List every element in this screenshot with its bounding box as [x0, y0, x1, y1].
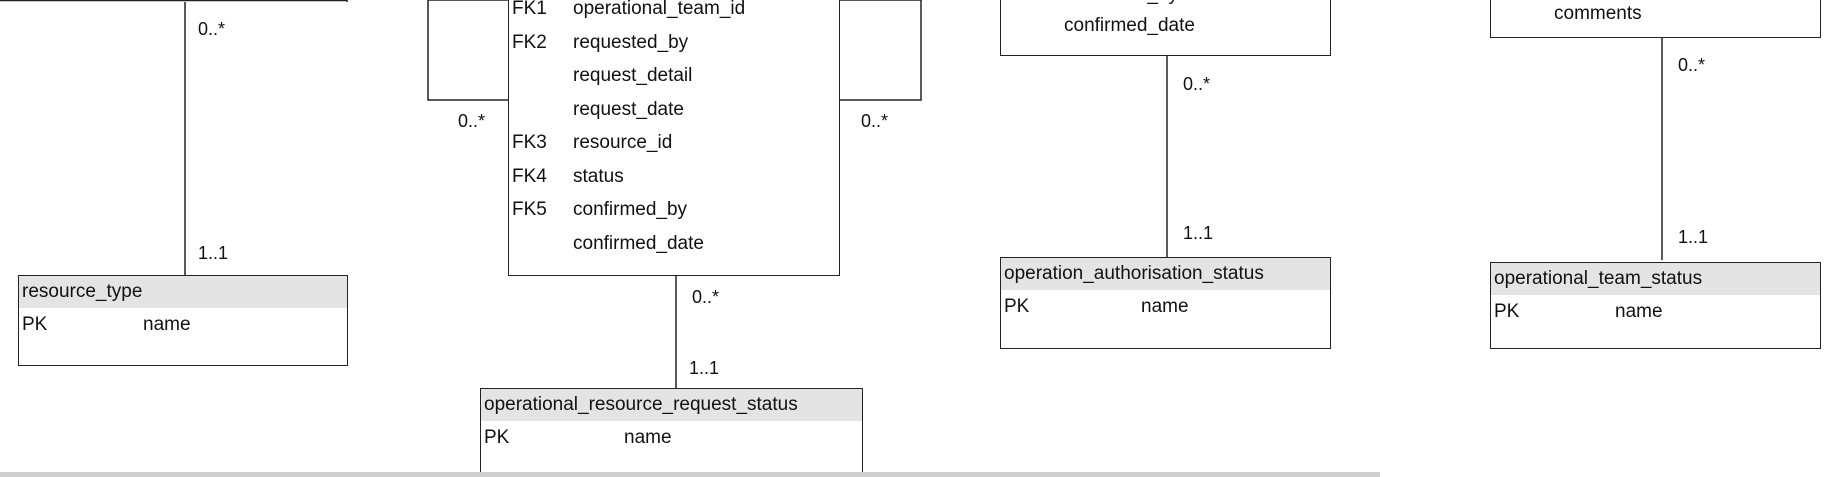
pk-key: PK	[1494, 301, 1520, 322]
field-name: name	[624, 427, 672, 448]
multiplicity-label: 0..*	[1183, 74, 1211, 94]
field-name: resource_id	[573, 132, 673, 153]
entity-row: PK name	[19, 308, 347, 341]
entity-row: request_date	[509, 93, 839, 127]
entity-row: FK1 operational_team_id	[509, 0, 839, 26]
left-self-loop	[427, 0, 510, 101]
operational-resource-request-entity: FK1 operational_team_id FK2 requested_by…	[508, 0, 840, 276]
multiplicity-label: 0..*	[861, 111, 889, 131]
entity-row: request_detail	[509, 59, 839, 93]
field-name: confirmed_date	[1064, 15, 1195, 36]
field-name: name	[143, 314, 191, 335]
entity-row: FK3 resource_id	[509, 126, 839, 160]
multiplicity-label: 1..1	[198, 243, 229, 263]
fk-key: FK5	[512, 199, 547, 220]
fk-key: FK3	[512, 132, 547, 153]
entity-row: confirmed_date	[1001, 10, 1330, 42]
field-name: confirmed_date	[573, 232, 704, 254]
field-name: request_detail	[573, 65, 693, 86]
multiplicity-label: 1..1	[1678, 227, 1709, 247]
multiplicity-label: 0..*	[458, 111, 486, 131]
field-name: confirmed_by	[1064, 0, 1178, 10]
field-name: name	[1615, 301, 1663, 322]
field-name: name	[1141, 296, 1189, 317]
fk-key: FK1	[512, 0, 547, 19]
multiplicity-label: 1..1	[689, 358, 720, 378]
fk-key: FK4	[1004, 0, 1039, 10]
pk-key: PK	[484, 427, 510, 448]
fk-key: FK2	[512, 31, 547, 53]
operation-authorisation-entity: FK4 confirmed_by confirmed_date	[1000, 0, 1331, 56]
entity-row: FK2 requested_by	[509, 26, 839, 60]
multiplicity-label: 1..1	[1183, 223, 1214, 243]
entity-row: comments	[1491, 0, 1820, 30]
entity-row: PK name	[1491, 295, 1820, 328]
entity-row: FK4 confirmed_by	[1001, 0, 1330, 10]
multiplicity-label: 0..*	[692, 287, 720, 307]
entity-title: operational_team_status	[1491, 263, 1820, 295]
field-name: request_date	[573, 98, 684, 120]
field-name: operational_team_id	[573, 0, 746, 19]
multiplicity-label: 0..*	[1678, 55, 1706, 75]
field-name: comments	[1554, 3, 1642, 24]
field-name: requested_by	[573, 31, 689, 53]
entity-row: FK5 confirmed_by	[509, 193, 839, 227]
right-self-loop	[840, 0, 922, 101]
entity-title: resource_type	[19, 276, 347, 308]
operational-team-status-entity: operational_team_status PK name	[1490, 262, 1821, 349]
pk-key: PK	[22, 314, 48, 335]
operation-authorisation-status-entity: operation_authorisation_status PK name	[1000, 257, 1331, 349]
entity-title: operation_authorisation_status	[1001, 258, 1330, 290]
entity-row: PK name	[1001, 290, 1330, 323]
entity-title: operational_resource_request_status	[481, 389, 862, 421]
field-name: status	[573, 165, 624, 187]
operational-resource-request-status-entity: operational_resource_request_status PK n…	[480, 388, 863, 475]
multiplicity-label: 0..*	[198, 19, 226, 39]
entity-row: FK4 status	[509, 160, 839, 194]
pk-key: PK	[1004, 296, 1030, 317]
entity-row: confirmed_date	[509, 227, 839, 261]
horizontal-scrollbar[interactable]	[0, 472, 1380, 477]
field-name: confirmed_by	[573, 199, 688, 220]
entity-row: PK name	[481, 421, 862, 454]
operational-team-entity: comments	[1490, 0, 1821, 38]
resource-type-entity: resource_type PK name	[18, 275, 348, 366]
fk-key: FK4	[512, 165, 547, 187]
